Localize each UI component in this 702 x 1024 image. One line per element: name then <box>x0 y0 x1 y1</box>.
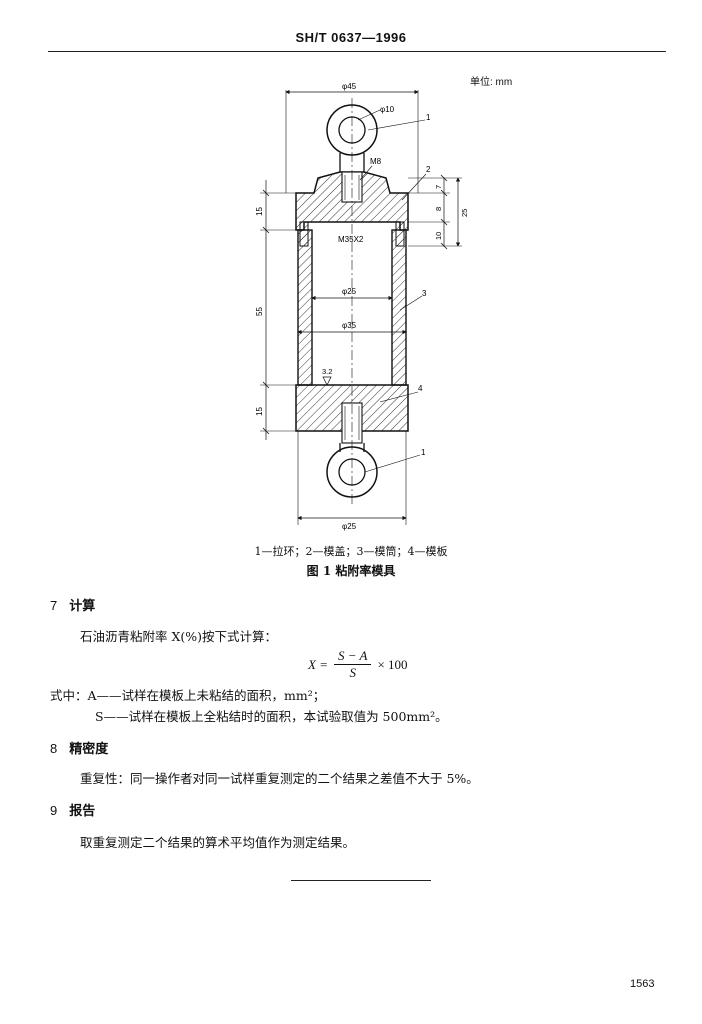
dim-25: 25 <box>460 209 469 217</box>
dim-phi25-inner: φ25 <box>342 287 357 296</box>
page-number: 1563 <box>630 978 655 990</box>
formula-fraction: S − A S <box>333 648 372 681</box>
dim-m8: M8 <box>370 157 382 166</box>
section-8-number: 8 <box>50 741 58 756</box>
dim-15-bottom: 15 <box>255 407 264 416</box>
dim-8: 8 <box>434 207 443 211</box>
where-label: 式中： <box>50 688 88 703</box>
dim-10: 10 <box>434 232 443 240</box>
adhesion-formula: X = S − A S × 100 <box>308 648 408 681</box>
section-9-number: 9 <box>50 803 58 818</box>
s7-intro: 石油沥青粘附率 X(%)按下式计算： <box>80 629 278 644</box>
formula-numerator: S − A <box>333 648 372 665</box>
footer-rule <box>291 880 431 881</box>
section-8-title: 精密度 <box>69 741 109 756</box>
dim-phi10: φ10 <box>380 105 395 114</box>
definition-s: S——试样在模板上全粘结时的面积，本试验取值为 500mm²。 <box>95 709 448 724</box>
part-label-2: 2 <box>426 165 431 174</box>
dim-phi45: φ45 <box>342 82 357 91</box>
section-8-heading: 8 精密度 <box>50 738 108 757</box>
part-label-4: 4 <box>418 384 423 393</box>
header-rule <box>48 51 666 52</box>
section-9-title: 报告 <box>69 803 96 818</box>
section-9-heading: 9 报告 <box>50 800 95 819</box>
formula-lhs: X = <box>308 656 328 672</box>
part-label-1-top: 1 <box>426 113 431 122</box>
dim-m35x2: M35X2 <box>338 235 364 244</box>
part-label-3: 3 <box>422 289 427 298</box>
part-label-1-bottom: 1 <box>421 448 426 457</box>
mold-diagram: φ45 φ10 1 M8 2 M35X2 φ25 3 φ35 3.2 4 1 φ… <box>255 82 469 531</box>
dim-phi25-bottom: φ25 <box>342 522 357 531</box>
s9-text: 取重复测定二个结果的算术平均值作为测定结果。 <box>80 835 356 850</box>
mold-cylinder <box>297 229 407 386</box>
figure-caption: 图 1 粘附率模具 <box>306 564 396 578</box>
roughness-mark: 3.2 <box>322 367 332 376</box>
unit-note: 单位: mm <box>470 77 513 88</box>
figure-legend: 1—拉环；2—模盖；3—模筒；4—模板 <box>254 545 448 558</box>
bottom-pull-ring <box>326 443 378 498</box>
dim-7: 7 <box>434 185 443 189</box>
section-7-number: 7 <box>50 598 58 613</box>
dim-phi35: φ35 <box>342 321 357 330</box>
section-7-heading: 7 计算 <box>50 595 95 614</box>
s8-text: 重复性：同一操作者对同一试样重复测定的二个结果之差值不大于 5%。 <box>80 771 479 786</box>
section-7-title: 计算 <box>69 598 96 613</box>
dim-55: 55 <box>255 307 264 316</box>
dim-15-top: 15 <box>255 207 264 216</box>
standard-code: SH/T 0637—1996 <box>295 30 407 45</box>
formula-tail: × 100 <box>377 656 408 672</box>
s7-where-line: 式中：A——试样在模板上未粘结的面积，mm²； <box>50 685 325 704</box>
definition-a: A——试样在模板上未粘结的面积，mm²； <box>87 688 326 703</box>
formula-denominator: S <box>349 665 356 680</box>
